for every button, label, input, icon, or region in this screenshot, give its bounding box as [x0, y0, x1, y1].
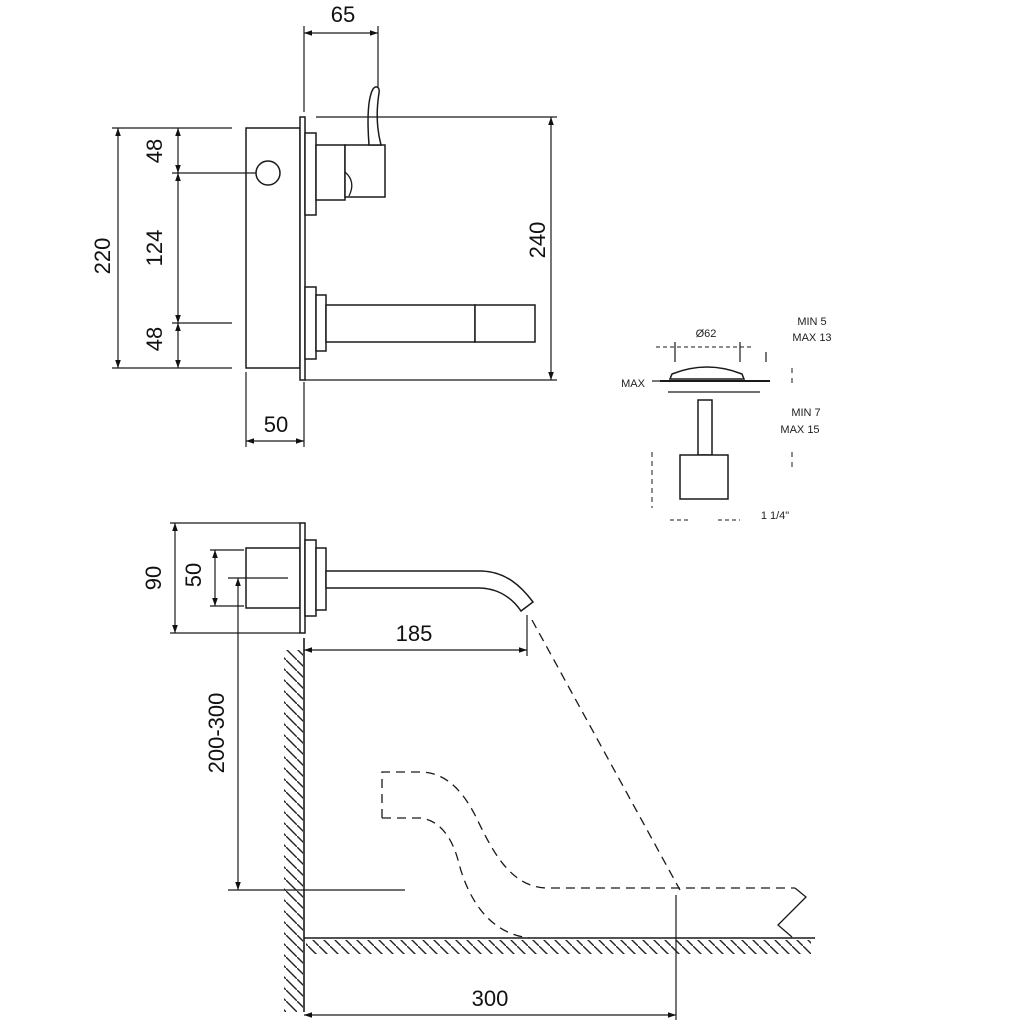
drain-lower-max-label: MAX 15: [780, 424, 819, 436]
dim-48-top-label: 48: [142, 139, 167, 163]
basin-break-line: [777, 887, 807, 938]
handle-body: [344, 144, 386, 198]
drain-body: [679, 454, 729, 500]
handle-detail: [344, 171, 353, 197]
dim-124-label: 124: [142, 230, 167, 267]
spout-flange: [304, 286, 317, 360]
dim-65-label: 65: [331, 2, 355, 27]
dim-185-label: 185: [396, 621, 433, 646]
handle-lever: [367, 86, 382, 146]
handle-flange: [304, 132, 317, 216]
dim-200-300-label: 200-300: [204, 693, 229, 774]
side-view: 90 50 200-300 185 300: [141, 522, 815, 1020]
dim-50s-label: 50: [181, 563, 206, 587]
mixer-center-mark: [255, 160, 281, 186]
dim-50-label: 50: [264, 412, 288, 437]
spout-tip: [474, 304, 536, 343]
wall-plate: [299, 116, 306, 381]
dim-48-bottom-label: 48: [142, 327, 167, 351]
drain-diameter-label: Ø62: [696, 328, 717, 340]
water-stream: [531, 619, 681, 891]
dim-240-label: 240: [525, 222, 550, 259]
side-spout: [325, 570, 535, 613]
handle-base: [315, 144, 346, 201]
dim-220-label: 220: [90, 238, 115, 275]
drain-lower-min-label: MIN 7: [791, 407, 820, 419]
drain-cap: [668, 366, 746, 380]
dim-300-label: 300: [472, 986, 509, 1011]
basin-trap-inner: [382, 817, 531, 939]
drain-thread-label: 1 1/4": [761, 510, 789, 522]
drain-upper-min-label: MIN 5: [797, 316, 826, 328]
drain-stem: [697, 399, 713, 456]
side-spout-collar: [315, 547, 327, 611]
basin-trap-outline: [381, 771, 795, 889]
side-spout-flange: [304, 539, 317, 617]
drain-detail: Ø62 MIN 5 MAX 13 MAX MIN 7 MAX 15 1 1/4": [621, 316, 831, 522]
spout-pipe: [325, 304, 476, 343]
floor-hatching: [306, 940, 811, 954]
drain-upper-max-label: MAX 13: [792, 332, 831, 344]
dim-90-label: 90: [141, 566, 166, 590]
front-elevation: 65 240 220 48 124 48: [90, 2, 557, 447]
wall-hatching: [284, 650, 303, 1012]
drain-left-label: MAX: [621, 378, 646, 390]
spout-collar: [315, 294, 327, 352]
